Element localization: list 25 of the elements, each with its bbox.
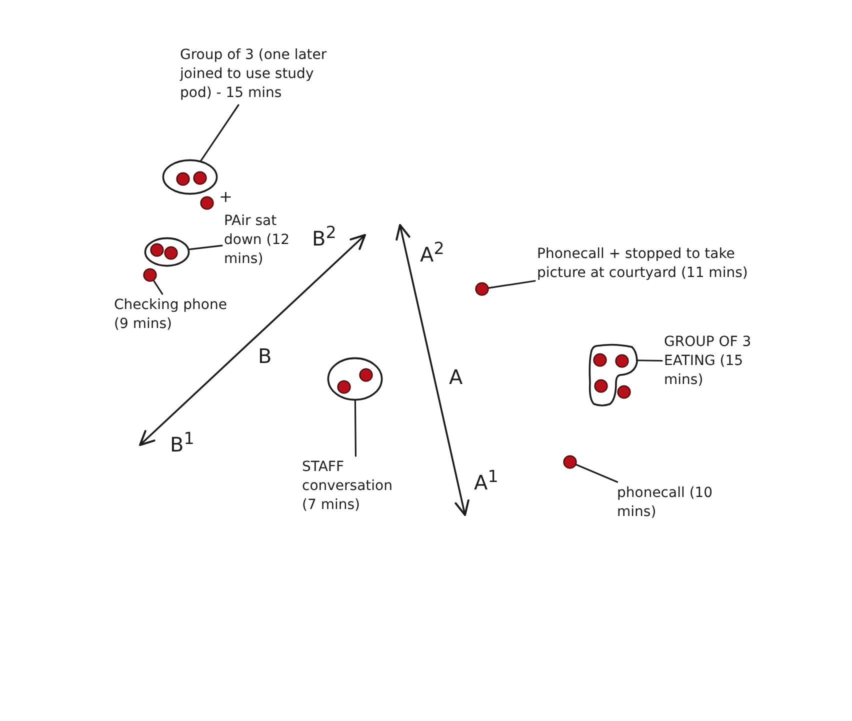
leader-line (576, 464, 618, 483)
leader-line (636, 360, 663, 362)
annotation-text: GROUP OF 3 EATING (15 mins) (662, 331, 760, 392)
annotation-text: PAir sat down (12 mins) (222, 210, 308, 271)
leader-line (488, 280, 536, 289)
group-outline (162, 159, 218, 195)
annotation-text: STAFF conversation (7 mins) (300, 456, 412, 517)
group-outline (327, 357, 383, 401)
arrow-label: B$^{2}$ (312, 222, 336, 250)
arrow-label: B$^{1}$ (170, 428, 194, 456)
annotation-text: phonecall (10 mins) (615, 482, 719, 524)
arrow-label: A (449, 366, 463, 388)
arrow-label: A$^{2}$ (420, 238, 444, 266)
annotation-text: Checking phone (9 mins) (112, 294, 240, 336)
leader-line (188, 244, 223, 250)
arrow-label: B (258, 345, 272, 367)
annotation-text: Phonecall + stopped to take picture at courtyard (11 mins) (535, 243, 755, 285)
arrow-label: A$^{1}$ (474, 466, 498, 494)
leader-line (153, 280, 164, 295)
annotation-text: Group of 3 (one later joined to use study pod) - 15 mins (178, 44, 340, 105)
leader-line (354, 400, 357, 457)
group-outline (588, 343, 638, 407)
group-outline (144, 237, 190, 267)
cross-mark: + (219, 188, 232, 206)
leader-line (200, 104, 240, 162)
